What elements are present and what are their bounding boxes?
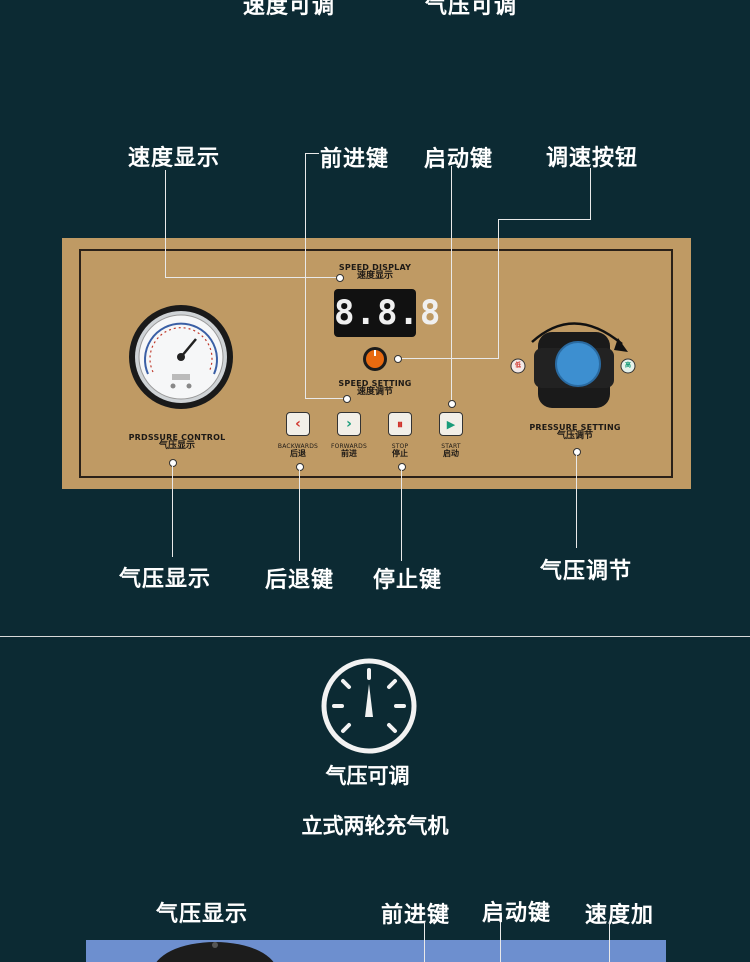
dot-speed-display	[336, 274, 344, 282]
dot-pressure-display	[169, 459, 177, 467]
dot-backward	[296, 463, 304, 471]
backward-cn: 后退	[290, 449, 306, 459]
low-pressure-icon: 低	[514, 362, 521, 369]
forward-button-label: FORWARDS 前进	[325, 443, 373, 459]
pressure-control-cn: 气压显示	[158, 441, 195, 452]
speed-setting-cn: 速度调节	[356, 387, 393, 398]
forward-button[interactable]: ›	[337, 412, 361, 436]
leader-backward	[299, 469, 300, 561]
bottom-callout-pressure-display: 气压显示	[156, 902, 249, 927]
dot-pressure-setting	[573, 448, 581, 456]
stop-en: STOP	[391, 443, 409, 450]
callout-pressure-display: 气压显示	[119, 567, 212, 592]
pressure-gauge	[128, 304, 234, 410]
speed-display-label: SPEED DISPLAY 速度显示	[325, 263, 425, 282]
top-label-speed: 速度可调	[243, 0, 336, 19]
speed-display-en: SPEED DISPLAY	[338, 263, 412, 272]
callout-speed-knob: 调速按钮	[546, 146, 639, 171]
control-panel-frame	[79, 249, 673, 478]
leader-knob-h1	[498, 219, 591, 220]
section-divider	[0, 636, 750, 637]
bottom-callout-start-key: 启动键	[482, 901, 552, 926]
speed-setting-en: SPEED SETTING	[338, 379, 412, 388]
bottom-leader-speed-up	[609, 922, 610, 962]
speed-knob[interactable]	[362, 346, 388, 372]
forward-cn: 前进	[341, 449, 357, 459]
backward-button-label: BACKWARDS 后退	[274, 443, 322, 459]
speed-led-display: 8.8.8	[334, 289, 440, 337]
callout-backward-key: 后退键	[265, 568, 335, 593]
forward-en: FORWARDS	[330, 443, 367, 450]
dot-forward	[343, 395, 351, 403]
top-label-pressure: 气压可调	[425, 0, 518, 19]
pressure-regulator[interactable]	[510, 312, 638, 408]
leader-forward	[305, 153, 306, 399]
leader-knob-v2	[498, 219, 499, 359]
leader-forward-h-top	[305, 153, 319, 154]
leader-stop	[401, 469, 402, 561]
bottom-callout-speed-up: 速度加	[585, 903, 655, 928]
pressure-gauge-icon	[319, 656, 419, 756]
leader-pressure-display	[172, 465, 173, 557]
start-en: START	[441, 443, 461, 450]
bottom-leader-start	[500, 922, 501, 962]
leader-speed-display-h	[165, 277, 338, 278]
dot-stop	[398, 463, 406, 471]
start-button-label: START 启动	[427, 443, 475, 459]
product-title: 立式两轮充气机	[301, 814, 449, 838]
callout-start-key: 启动键	[424, 147, 494, 172]
stop-button-label: STOP 停止	[376, 443, 424, 459]
dot-speed-knob	[394, 355, 402, 363]
stop-button[interactable]: ⏸	[388, 412, 412, 436]
high-pressure-icon: 高	[624, 362, 631, 369]
start-button[interactable]: ▶	[439, 412, 463, 436]
callout-speed-display: 速度显示	[128, 146, 221, 171]
leader-start	[451, 166, 452, 402]
dot-start	[448, 400, 456, 408]
backward-button[interactable]: ‹	[286, 412, 310, 436]
speed-setting-label: SPEED SETTING 速度调节	[325, 379, 425, 398]
pressure-setting-cn: 气压调节	[556, 431, 593, 442]
backward-en: BACKWARDS	[277, 443, 319, 450]
leader-knob-v1	[590, 168, 591, 220]
leader-knob-h2	[400, 358, 499, 359]
feature-caption: 气压可调	[325, 764, 410, 788]
pressure-control-en: PRDSSURE CONTROL	[128, 433, 226, 442]
leader-speed-display	[165, 170, 166, 278]
leader-pressure-setting	[576, 454, 577, 548]
pressure-control-label: PRDSSURE CONTROL 气压显示	[128, 433, 226, 452]
pressure-setting-en: PRESSURE SETTING	[529, 423, 621, 432]
stop-cn: 停止	[392, 449, 408, 459]
callout-pressure-adjust: 气压调节	[540, 559, 633, 584]
callout-forward-key: 前进键	[320, 147, 390, 172]
speed-display-cn: 速度显示	[356, 271, 393, 282]
bottom-leader-forward	[424, 922, 425, 962]
pressure-setting-label: PRESSURE SETTING 气压调节	[520, 423, 630, 442]
bottom-callout-forward-key: 前进键	[381, 903, 451, 928]
leader-forward-h	[305, 398, 345, 399]
bottom-gauge	[150, 940, 280, 962]
callout-stop-key: 停止键	[373, 568, 443, 593]
start-cn: 启动	[443, 449, 459, 459]
